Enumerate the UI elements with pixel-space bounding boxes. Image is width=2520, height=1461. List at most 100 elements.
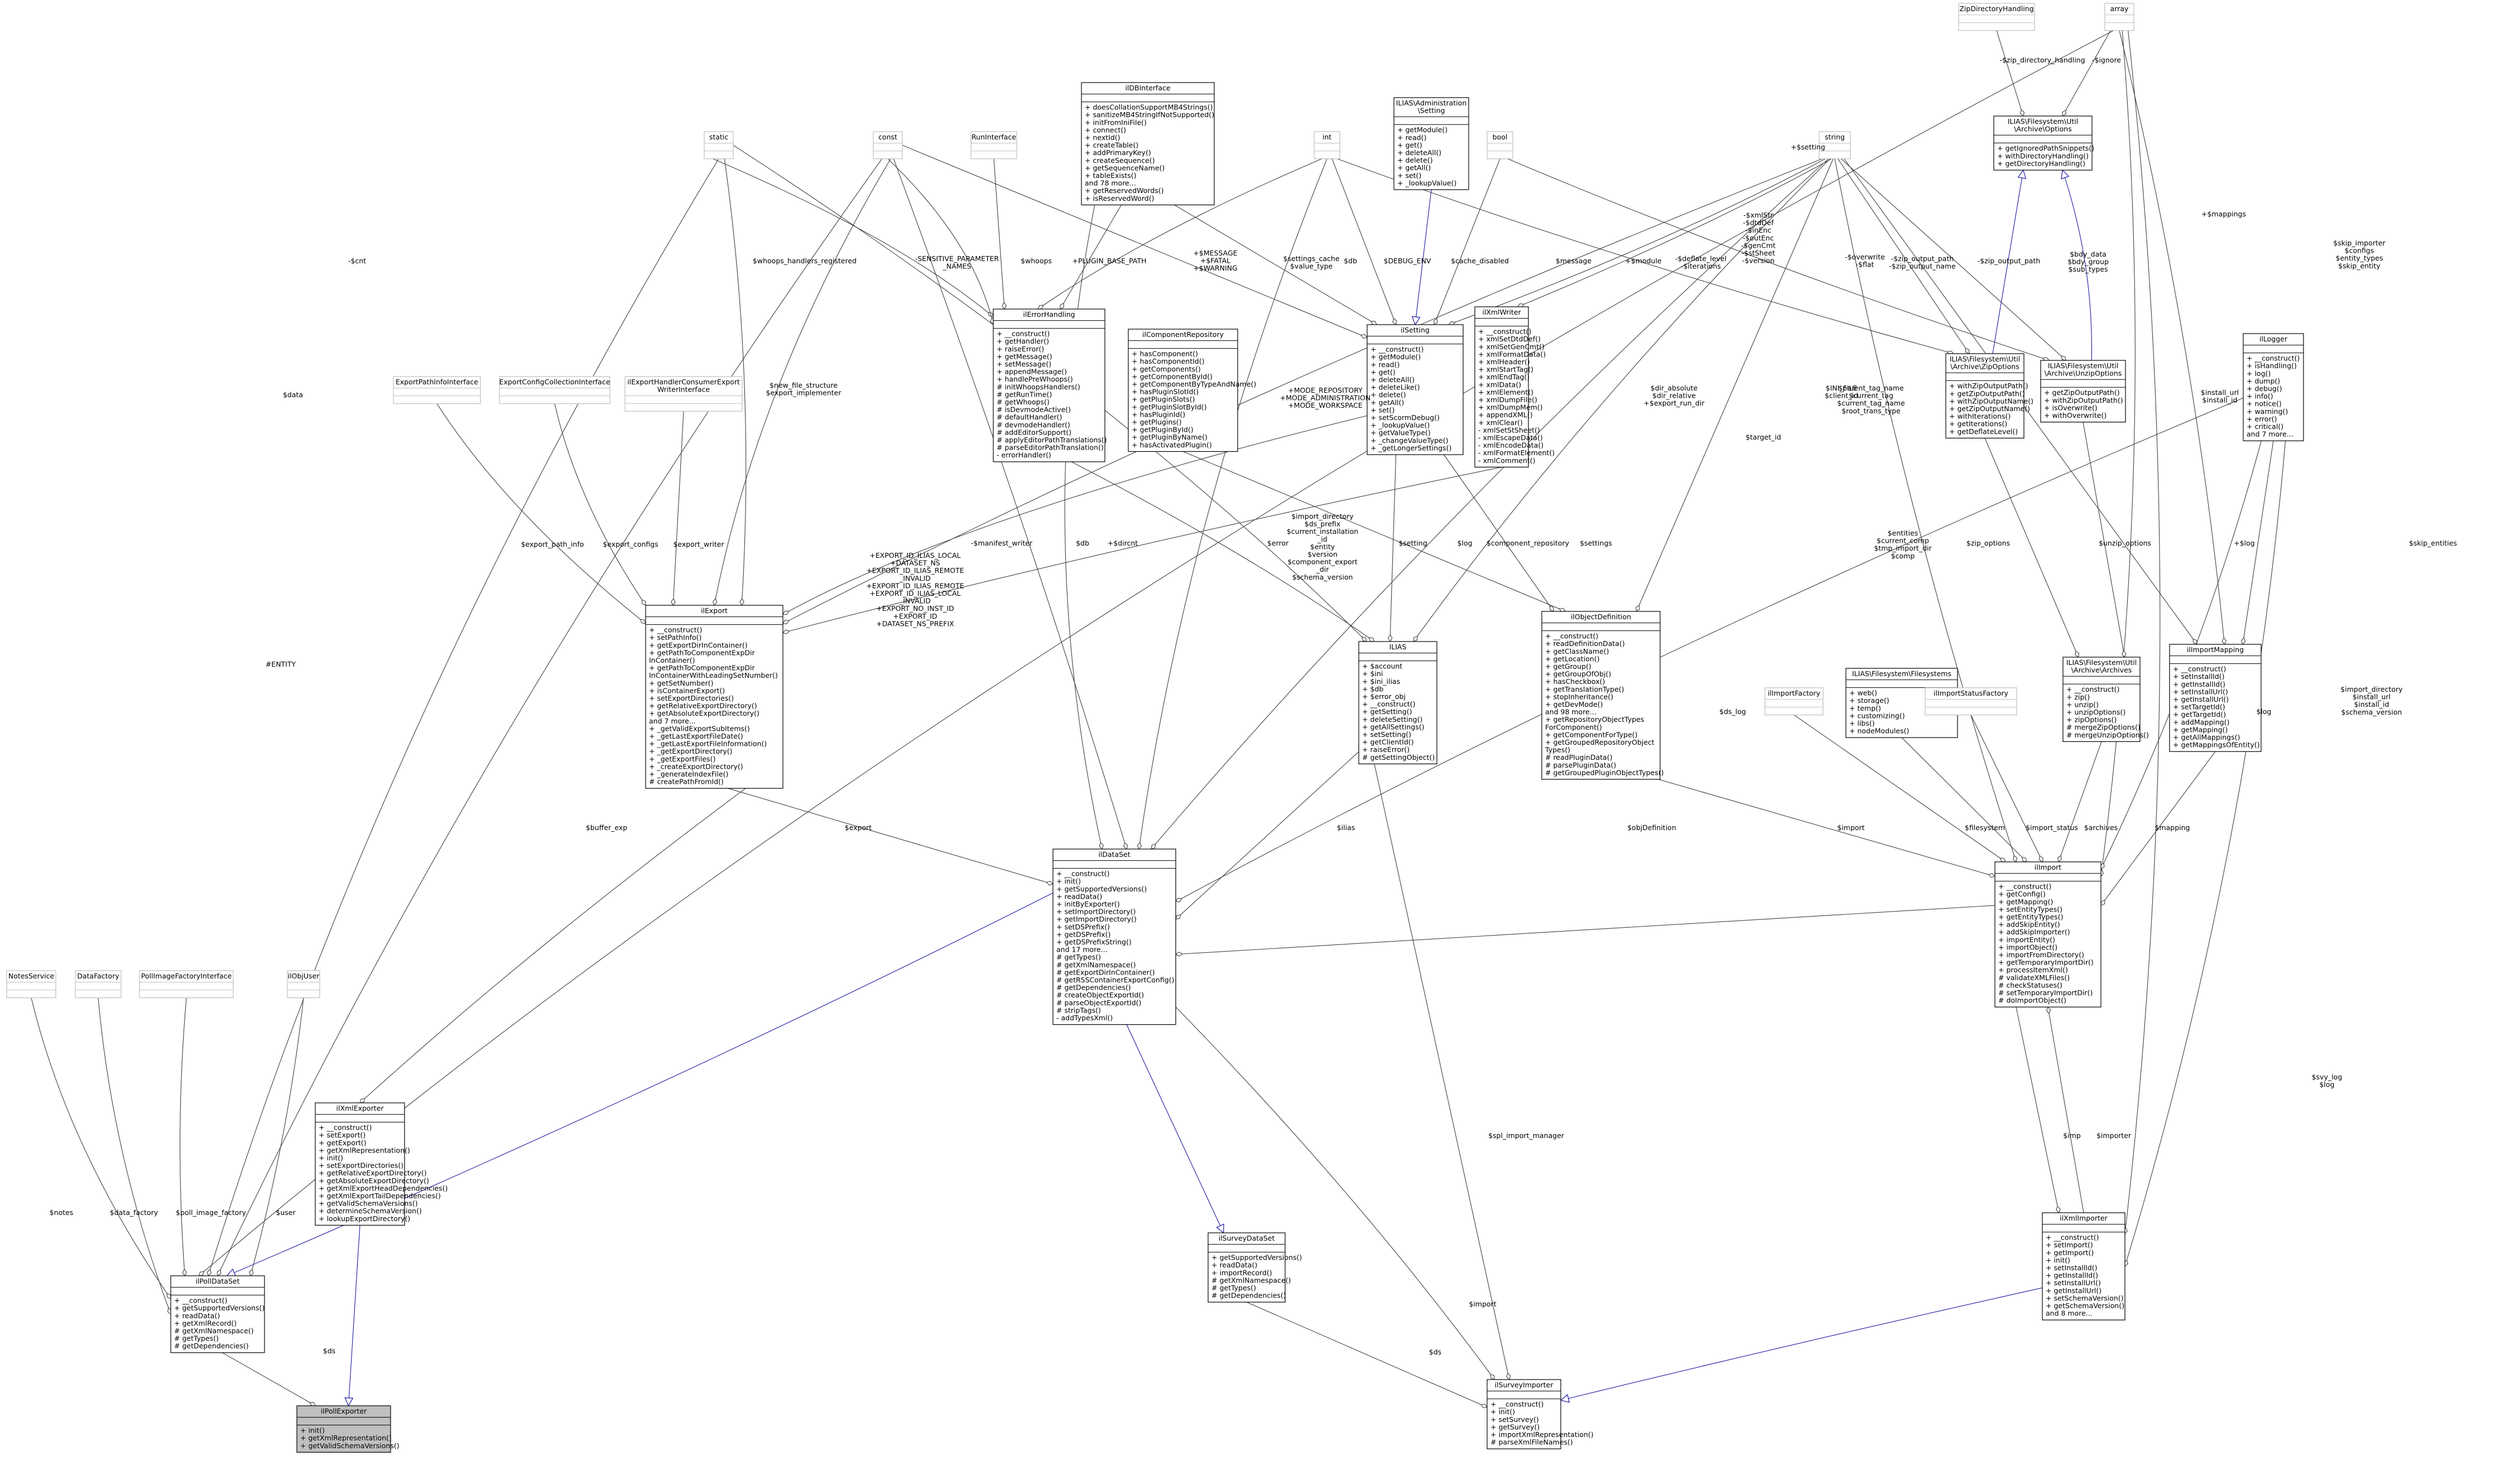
edge-label: $schema_version bbox=[2341, 708, 2402, 716]
composition-edge bbox=[1182, 451, 1566, 612]
class-member: + __construct() bbox=[1490, 1400, 1543, 1409]
class-box bbox=[2169, 644, 2262, 752]
edge-label: $ds_log bbox=[1719, 707, 1746, 716]
class-member: + __construct() bbox=[319, 1124, 372, 1132]
class-member: + getDSPrefix() bbox=[1056, 930, 1110, 938]
class-title: ilDataSet bbox=[1098, 850, 1130, 859]
class-ilImportMapping: ilImportMapping+ __construct()+ setInsta… bbox=[2169, 644, 2262, 752]
class-member: + storage() bbox=[1849, 696, 1889, 705]
composition-diamond bbox=[1490, 1373, 1495, 1380]
class-member: + __construct() bbox=[2173, 665, 2226, 673]
edge-label: $unzip_options bbox=[2099, 539, 2151, 547]
class-member: + xmlStartTag() bbox=[1478, 365, 1533, 374]
class-member: + xmlHeader() bbox=[1478, 358, 1530, 366]
edge-label: +$MESSAGE bbox=[1193, 249, 1237, 257]
class-box bbox=[1541, 611, 1661, 780]
class-title: ilSurveyImporter bbox=[1495, 1381, 1554, 1389]
class-member: # devmodeHandler() bbox=[997, 421, 1070, 429]
class-member: + addSkipEntity() bbox=[1998, 920, 2060, 929]
class-bool: bool bbox=[1487, 131, 1513, 160]
class-title: array bbox=[2110, 4, 2129, 13]
class-static: static bbox=[704, 131, 734, 160]
composition-diamond bbox=[217, 1269, 222, 1276]
class-member: + getZipOutputPath() bbox=[1949, 389, 2025, 398]
composition-diamond bbox=[2057, 855, 2062, 863]
edge-label: +$WARNING bbox=[1193, 264, 1237, 272]
class-title: ilXmlExporter bbox=[336, 1104, 384, 1112]
class-member: + __construct() bbox=[1362, 700, 1415, 708]
inheritance-arrowhead bbox=[1411, 316, 1421, 326]
class-member: + getGroup() bbox=[1545, 662, 1591, 671]
composition-diamond bbox=[359, 1098, 366, 1103]
class-member: + setExportDirectories() bbox=[319, 1161, 403, 1170]
class-title: WriterInterface bbox=[657, 385, 710, 394]
composition-edge bbox=[217, 158, 883, 1276]
edge-label: $current_tag bbox=[1849, 392, 1893, 400]
edge-label: +DATASET_NS bbox=[890, 559, 940, 567]
edge-label: $ds bbox=[1429, 1348, 1441, 1356]
class-member: + setExportDirectories() bbox=[649, 694, 734, 702]
class-member: + getIterations() bbox=[1949, 420, 2007, 428]
class-member: # getTypes() bbox=[1056, 953, 1101, 961]
class-member: + sanitizeMB4StringIfNotSupported() bbox=[1085, 110, 1214, 119]
class-member: + appendMessage() bbox=[997, 368, 1067, 376]
class-member: + setImport() bbox=[2046, 1241, 2093, 1249]
class-member: + xmlSetGenCmt() bbox=[1478, 343, 1545, 351]
class-member: + getValidSchemaVersions() bbox=[300, 1441, 400, 1450]
edge-label: $client_id bbox=[1825, 392, 1858, 400]
composition-edge bbox=[2100, 751, 2216, 906]
class-member: - xmlComment() bbox=[1478, 456, 1536, 465]
class-member: + _getLastExportFileDate() bbox=[649, 732, 743, 740]
edge-label: $component_repository bbox=[1487, 539, 1570, 547]
edge-label: $sub_types bbox=[2068, 265, 2108, 273]
class-member: + getValueType() bbox=[1370, 428, 1431, 437]
class-ilXmlWriter: ilXmlWriter+ __construct()+ xmlSetDtdDef… bbox=[1474, 306, 1555, 467]
edge-label: -$cnt bbox=[348, 257, 366, 265]
edge-label: $whoops bbox=[1021, 257, 1052, 265]
class-member: + read() bbox=[1370, 360, 1400, 369]
edge-label: +DATASET_NS_PREFIX bbox=[876, 619, 954, 628]
class-member: + libs() bbox=[1849, 719, 1875, 727]
edge-label: $data bbox=[283, 390, 303, 399]
edge-label: +EXPORT_ID_ILIAS_LOCAL bbox=[869, 589, 960, 597]
edge-label: $setting bbox=[1398, 539, 1427, 547]
class-member: + unzipOptions() bbox=[2066, 708, 2125, 716]
class-ZipOptions: ILIAS\Filesystem\Util\Archive\ZipOptions… bbox=[1945, 353, 2033, 438]
composition-diamond bbox=[2046, 1006, 2051, 1015]
edge-label: +MODE_ADMINISTRATION bbox=[1280, 394, 1370, 402]
edge-label: $bdy_group bbox=[2067, 258, 2109, 266]
class-ilObjectDefinition: ilObjectDefinition+ __construct()+ readD… bbox=[1541, 611, 1664, 780]
edge-label: $export_path_info bbox=[521, 540, 584, 548]
class-ilXmlImporter: ilXmlImporter+ __construct()+ setImport(… bbox=[2042, 1212, 2125, 1320]
class-member: InContainer() bbox=[649, 656, 695, 664]
composition-edge bbox=[2124, 441, 2286, 1267]
composition-edge bbox=[1507, 158, 2050, 361]
edge-label: -SENSITIVE_PARAMETER bbox=[915, 254, 999, 263]
class-member: + isOverwrite() bbox=[2044, 403, 2098, 412]
composition-edge bbox=[1060, 205, 1122, 310]
composition-diamond bbox=[1392, 317, 1397, 325]
class-member: + setExport() bbox=[319, 1131, 366, 1139]
class-member: # getXmlNamespace() bbox=[174, 1327, 254, 1335]
class-member: + xmlData() bbox=[1478, 380, 1521, 389]
composition-edge bbox=[1517, 158, 1832, 307]
composition-diamond bbox=[1360, 334, 1368, 339]
class-title: ILIAS\Filesystem\Filesystems bbox=[1852, 669, 1951, 678]
composition-diamond bbox=[1046, 881, 1054, 886]
class-member: + _getLastExportFileInformation() bbox=[649, 740, 767, 748]
class-member: ForComponent() bbox=[1545, 723, 1602, 731]
edge-label: $install_url bbox=[2353, 693, 2391, 701]
edge-label: +$dircnt bbox=[1108, 539, 1138, 547]
class-box bbox=[1764, 687, 1824, 716]
class-member: + __construct() bbox=[997, 330, 1050, 338]
composition-edge bbox=[1374, 764, 1510, 1380]
composition-edge bbox=[672, 411, 684, 606]
edge-label: $export_writer bbox=[673, 540, 724, 548]
class-member: + getDSPrefixString() bbox=[1056, 938, 1132, 946]
class-title: ExportConfigCollectionInterface bbox=[499, 378, 610, 386]
class-ArchiveOptions: ILIAS\Filesystem\Util\Archive\Options+ g… bbox=[1993, 115, 2094, 171]
composition-diamond bbox=[2240, 637, 2246, 645]
class-box bbox=[2042, 1212, 2125, 1320]
class-ilDataSet: ilDataSet+ __construct()+ init()+ getSup… bbox=[1052, 848, 1176, 1025]
class-member: + raiseError() bbox=[1362, 745, 1410, 754]
